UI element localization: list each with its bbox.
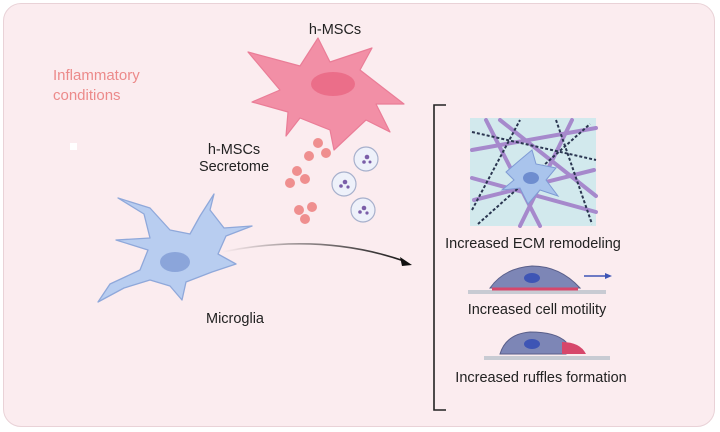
- secretome-vesicles: [331, 146, 379, 223]
- ecm-remodeling-icon: [470, 118, 598, 228]
- outcomes-bracket: [433, 104, 446, 411]
- cell-motility-icon: [468, 265, 612, 294]
- outcome-ecm-remodeling: Increased ECM remodeling: [445, 236, 621, 252]
- microglia-cell-icon: [97, 193, 253, 303]
- white-marker: [70, 143, 77, 150]
- secretome-label: h-MSCs Secretome: [198, 142, 270, 175]
- transition-arrow: [221, 243, 412, 266]
- outcome-ruffles-formation: Increased ruffles formation: [455, 370, 627, 386]
- secretome-dots: [285, 138, 331, 224]
- ruffles-formation-icon: [484, 331, 610, 360]
- msc-cell-icon: [247, 37, 405, 151]
- microglia-label: Microglia: [205, 311, 264, 327]
- outcome-cell-motility: Increased cell motility: [467, 302, 607, 318]
- mscs-label: h-MSCs: [308, 22, 362, 38]
- inflammatory-conditions-label: Inflammatory conditions: [53, 67, 140, 104]
